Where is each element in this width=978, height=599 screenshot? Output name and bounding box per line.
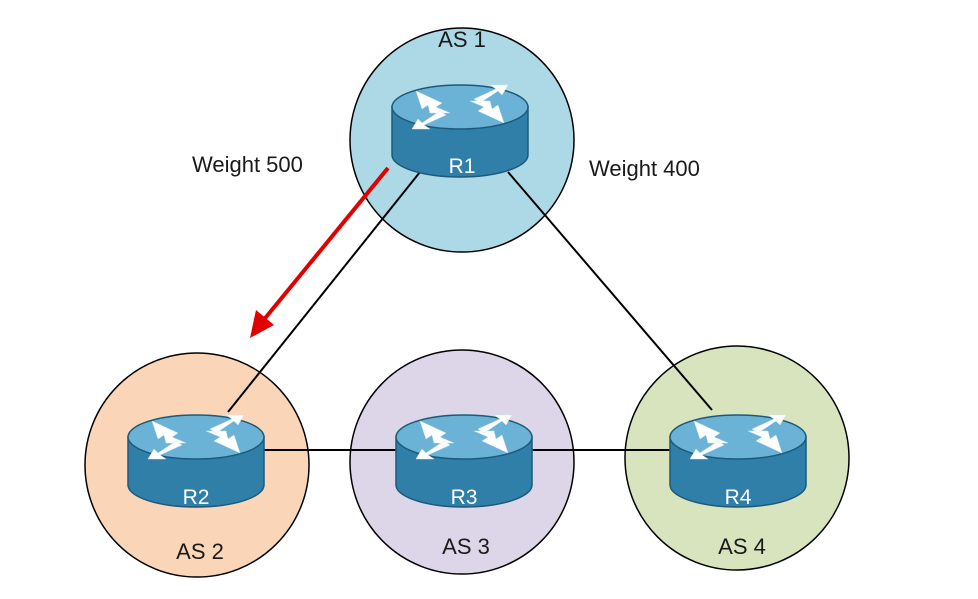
router-label-r4: R4 — [724, 486, 752, 509]
as3-label: AS 3 — [442, 534, 490, 559]
router-label-r1: R1 — [448, 155, 476, 178]
as2-label: AS 2 — [176, 539, 224, 564]
red-arrow — [250, 166, 390, 338]
as1-label: AS 1 — [438, 27, 486, 52]
link-r1-r2 — [227, 171, 421, 413]
link-r1-r4 — [507, 171, 713, 411]
weight-label-r1-r4: Weight 400 — [589, 156, 700, 181]
weight-label-r1-r2: Weight 500 — [192, 152, 303, 177]
as4-label: AS 4 — [718, 534, 766, 559]
router-label-r2: R2 — [182, 486, 210, 509]
router-label-r3: R3 — [450, 486, 478, 509]
